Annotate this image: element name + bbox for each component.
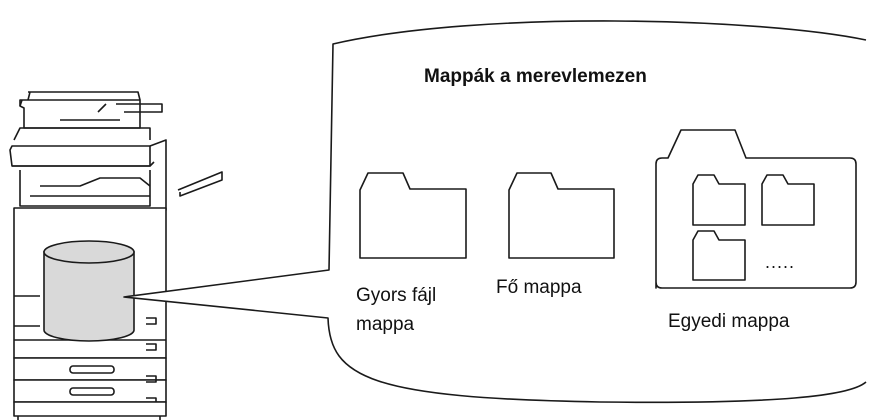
hard-drive-icon xyxy=(43,240,135,342)
callout-bubble xyxy=(123,20,867,404)
main-folder-label: Fő mappa xyxy=(496,277,582,298)
subfolder-icon xyxy=(692,174,746,226)
subfolder-icon xyxy=(692,230,746,281)
quick-file-folder-icon xyxy=(359,172,467,259)
diagram-title: Mappák a merevlemezen xyxy=(424,66,647,87)
more-folders-ellipsis: ..... xyxy=(765,252,796,272)
quick-file-folder-label-line2: mappa xyxy=(356,314,415,335)
quick-file-folder-label-line1: Gyors fájl xyxy=(356,285,437,306)
main-folder-icon xyxy=(508,172,615,259)
custom-folder-label: Egyedi mappa xyxy=(668,311,790,332)
subfolder-icon xyxy=(761,174,815,226)
